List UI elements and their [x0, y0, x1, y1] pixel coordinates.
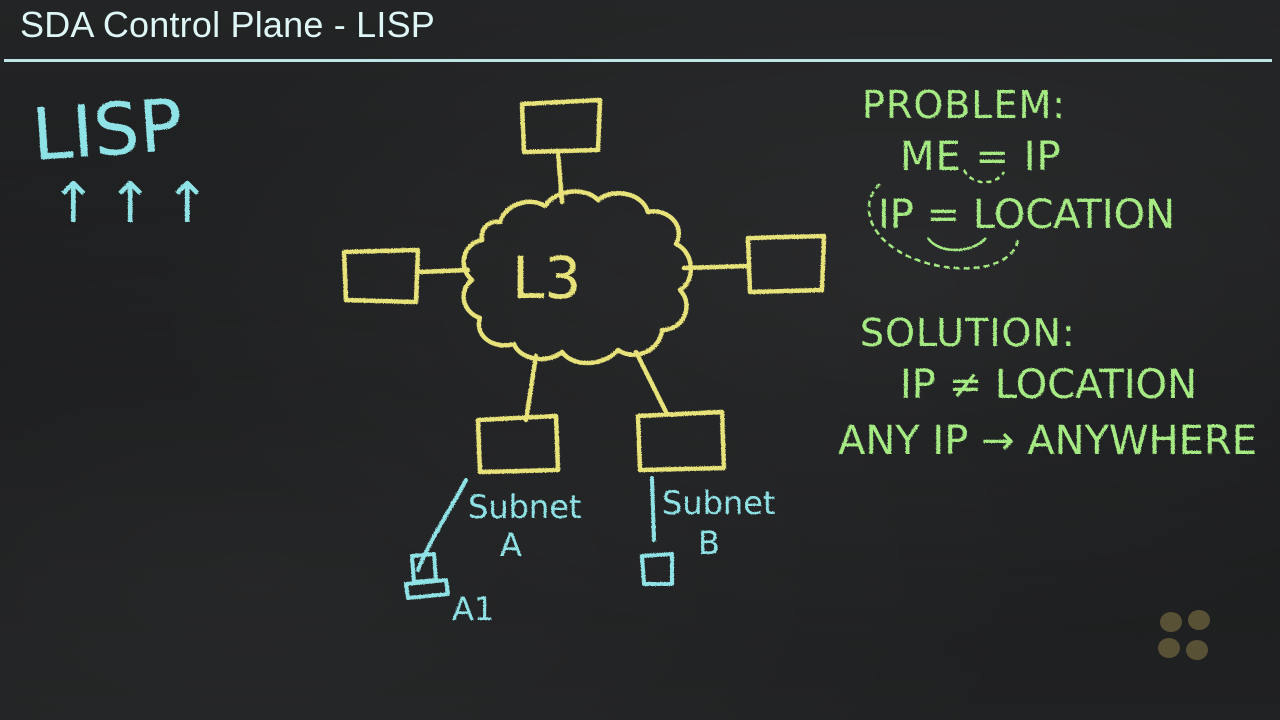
top-device-icon — [519, 97, 603, 155]
solution-heading: SOLUTION: — [860, 311, 1076, 355]
left-device-icon — [341, 247, 421, 305]
subnet-a-label-line2: A — [500, 526, 522, 564]
host-a1-laptop-base — [404, 578, 450, 600]
problem-solution-notes: PROBLEM: ME = IP IP = LOCATION SOLUTION:… — [838, 83, 1257, 464]
host-a1-label: A1 — [452, 590, 494, 628]
subnet-b-label-line2: B — [698, 524, 720, 562]
swap-arrow-icon — [962, 169, 1006, 184]
subnet-annotations: Subnet A Subnet B A1 — [404, 476, 775, 628]
lisp-arrows-icon: ↑↑↑ — [50, 171, 221, 236]
problem-line-me-ip: ME = IP — [900, 134, 1062, 180]
lisp-heading-group: LISP ↑↑↑ — [29, 83, 221, 236]
subnet-b-host-link — [650, 476, 656, 542]
subnet-b-host-icon — [640, 552, 674, 586]
cloud-label: L3 — [512, 244, 581, 312]
host-a1-link — [416, 478, 468, 572]
right-device-icon — [745, 233, 827, 295]
problem-heading: PROBLEM: — [862, 83, 1066, 127]
four-dot-logo-icon — [1158, 610, 1218, 662]
subnet-a-link — [523, 353, 539, 423]
subnet-b-router-icon — [635, 409, 727, 473]
solution-line-ip-location: IP ≠ LOCATION — [900, 362, 1197, 408]
title-underline — [4, 59, 1272, 62]
network-diagram: L3 — [341, 97, 827, 475]
subnet-b-link — [633, 349, 669, 415]
l3-cloud-icon — [461, 189, 694, 366]
top-link — [555, 149, 565, 205]
subnet-a-label-line1: Subnet — [468, 488, 581, 526]
left-link — [415, 267, 471, 275]
subnet-a-router-icon — [475, 413, 561, 475]
lisp-heading: LISP — [29, 83, 185, 177]
slide-title: SDA Control Plane - LISP — [20, 4, 436, 45]
solution-line-any-ip: ANY IP → ANYWHERE — [838, 418, 1257, 464]
swap-arrow-icon-2 — [926, 237, 987, 252]
subnet-b-label-line1: Subnet — [662, 484, 775, 522]
problem-line-ip-location: IP = LOCATION — [878, 192, 1175, 238]
link-curve-icon — [867, 183, 1020, 270]
right-link — [681, 263, 751, 271]
